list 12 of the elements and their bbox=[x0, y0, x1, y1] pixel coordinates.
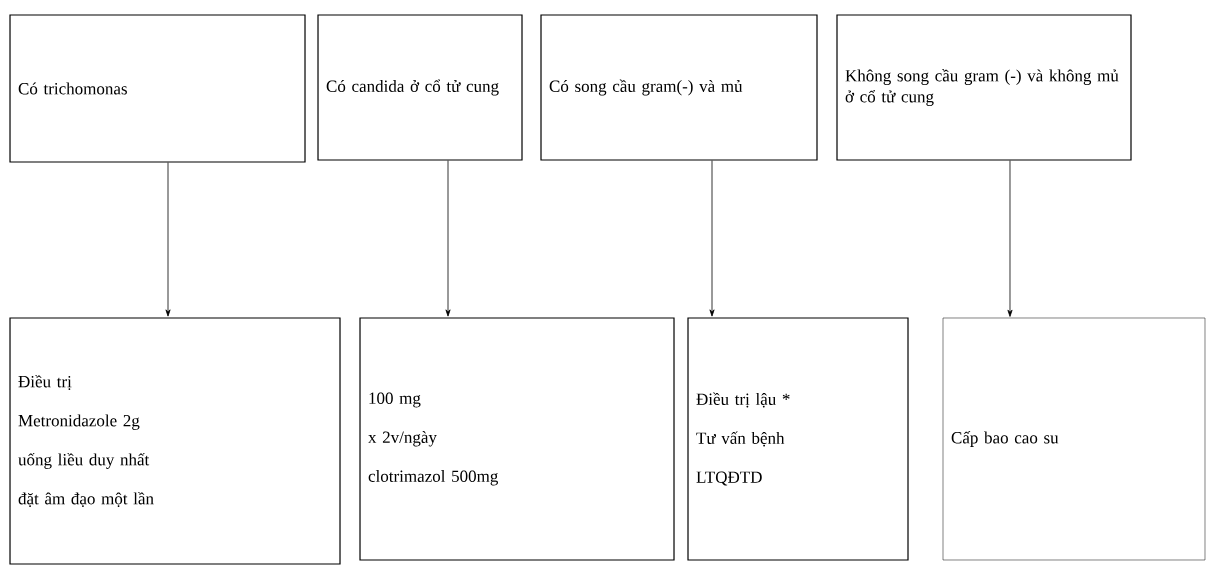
text-box: Có candida ở cổ tử cung bbox=[317, 14, 523, 161]
text-box: Có song cầu gram(-) và mủ bbox=[540, 14, 818, 161]
text-box: Không song cầu gram (-) và không mủ ở cổ tử cung bbox=[836, 14, 1132, 161]
text-box: Điều trị lậu * Tư vấn bệnh LTQĐTD bbox=[687, 317, 909, 561]
arrow bbox=[709, 160, 715, 317]
text-box: Có trichomonas bbox=[9, 14, 306, 163]
arrow bbox=[165, 162, 171, 317]
text-box: 100 mg x 2v/ngày clotrimazol 500mg bbox=[359, 317, 675, 561]
arrow bbox=[445, 160, 451, 317]
text-box: Cấp bao cao su bbox=[942, 317, 1206, 561]
arrow bbox=[1007, 160, 1013, 317]
text-box: Điều trị Metronidazole 2g uống liều duy nhất đặt âm đạo một lần bbox=[9, 317, 341, 565]
